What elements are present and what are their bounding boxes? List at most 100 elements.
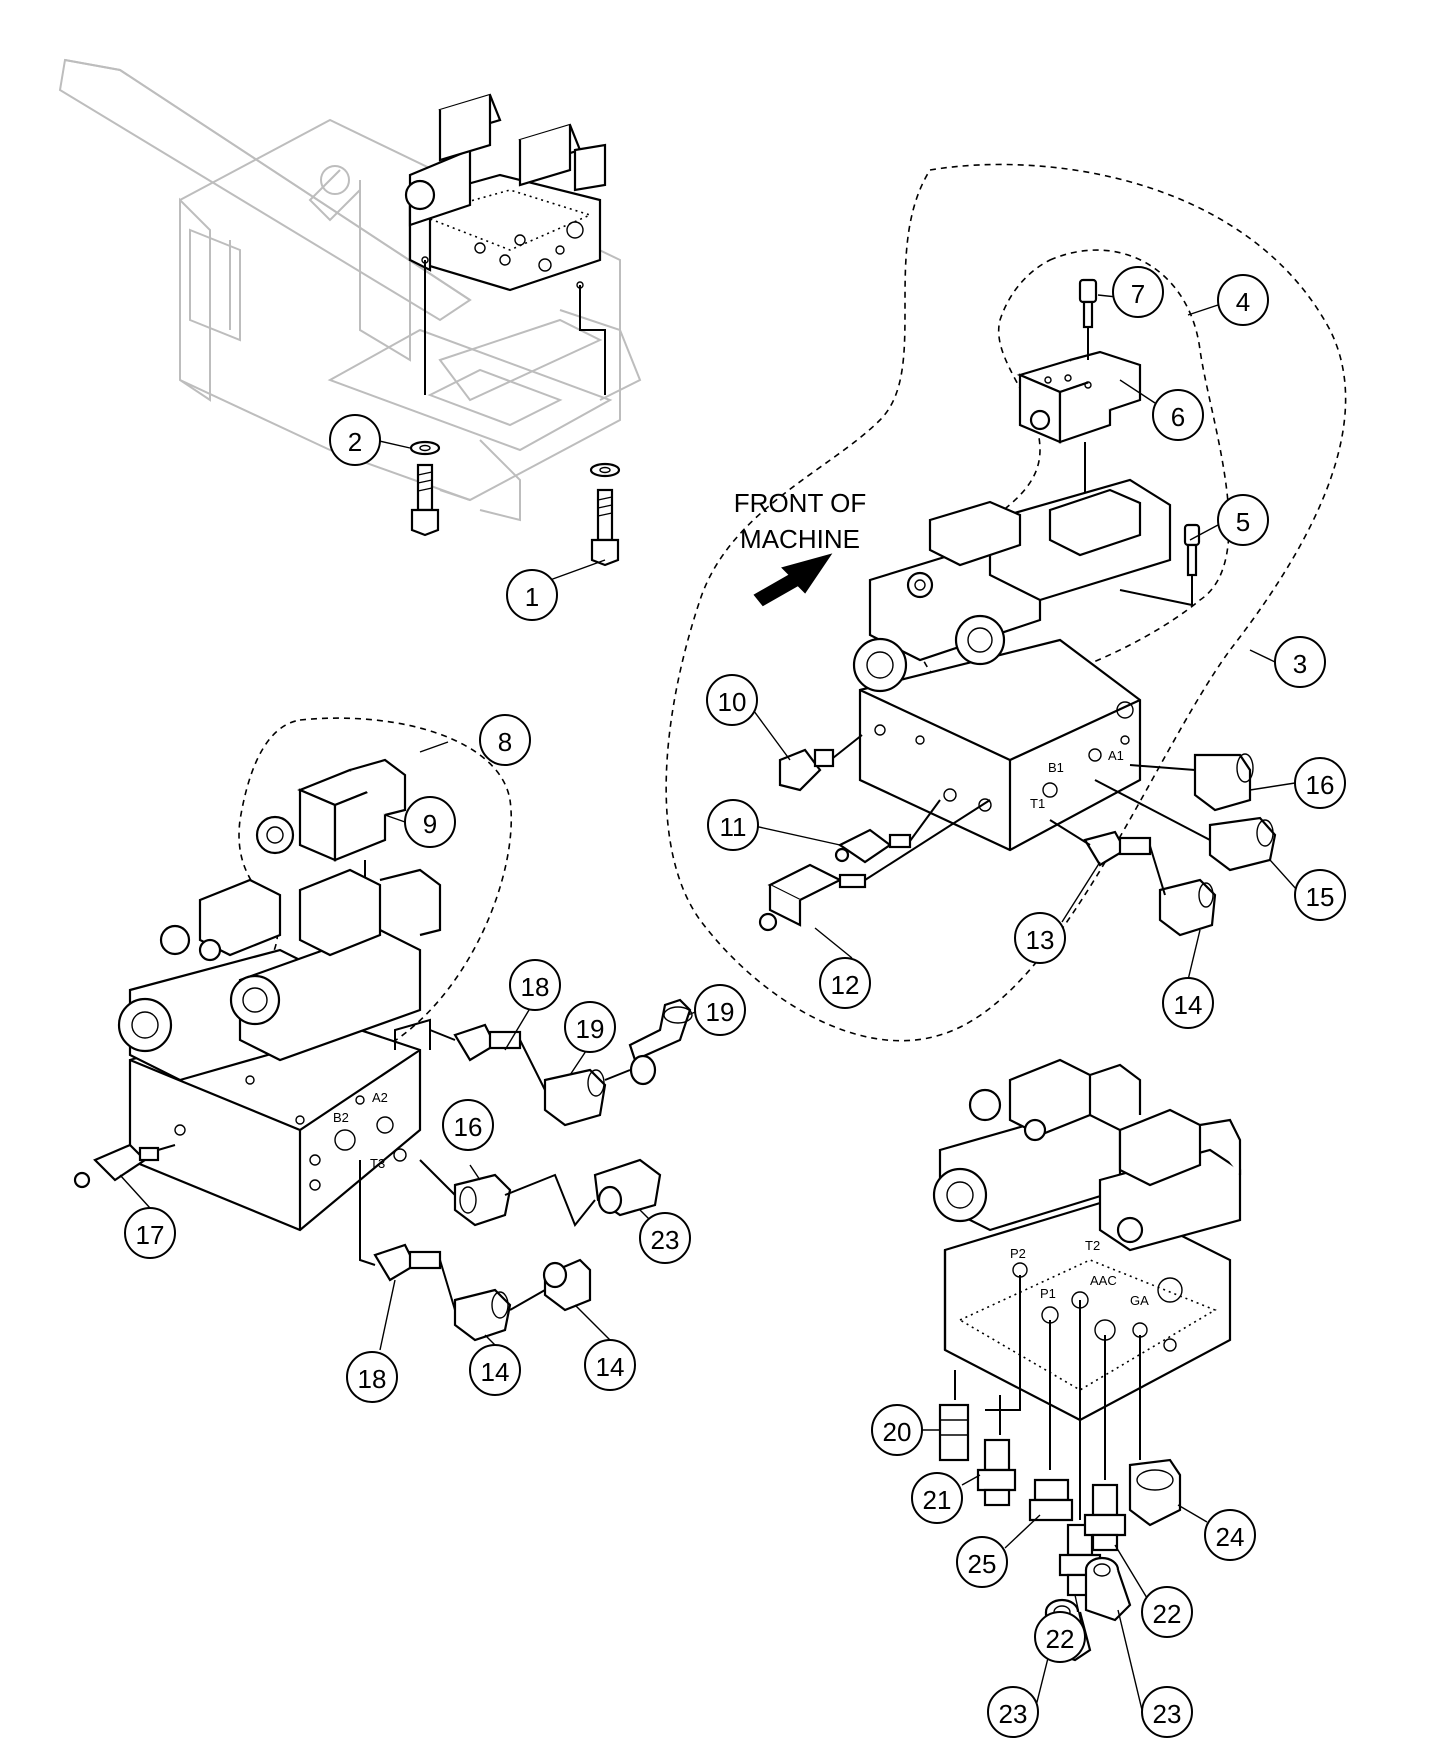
port-label-aac: AAC: [1090, 1273, 1117, 1288]
bolt-left: [409, 440, 441, 537]
svg-text:19: 19: [706, 997, 735, 1027]
bottom-valve-assembly: P2 P1 T2 AAC GA: [932, 1058, 1242, 1422]
svg-text:15: 15: [1306, 882, 1335, 912]
callout-7: 7: [1112, 266, 1164, 318]
valve-12: [758, 863, 867, 932]
port-label-p1: P1: [1040, 1286, 1056, 1301]
elbow-14-left-b: [542, 1258, 592, 1312]
svg-text:10: 10: [718, 687, 747, 717]
callout-16-right: 16: [1294, 757, 1346, 809]
front-arrow-icon: [753, 553, 833, 607]
callout-2: 2: [329, 414, 381, 466]
plug-10: [778, 748, 835, 792]
svg-text:17: 17: [136, 1220, 165, 1250]
elbow-16-right: [1193, 753, 1254, 812]
callout-1: 1: [506, 569, 558, 621]
port-label-t2: T2: [1085, 1238, 1100, 1253]
fitting-21: [976, 1438, 1017, 1507]
elbow-14-right: [1158, 878, 1217, 937]
svg-text:6: 6: [1171, 402, 1185, 432]
callout-14-left-a: 14: [469, 1344, 521, 1396]
svg-text:23: 23: [1153, 1699, 1182, 1729]
svg-text:18: 18: [521, 972, 550, 1002]
callout-21: 21: [911, 1472, 963, 1524]
callout-8: 8: [479, 714, 531, 766]
elbow-16-left: [453, 1173, 512, 1227]
front-of-machine-label-line2: MACHINE: [740, 524, 860, 554]
callout-11: 11: [707, 799, 759, 851]
svg-text:21: 21: [923, 1485, 952, 1515]
svg-text:11: 11: [720, 812, 747, 842]
callout-4: 4: [1217, 274, 1269, 326]
svg-text:14: 14: [481, 1357, 510, 1387]
elbow-19-a: [543, 1068, 607, 1127]
callout-5: 5: [1217, 494, 1269, 546]
leader-lines: [119, 294, 1316, 1711]
elbow-23-bottom-b: [1084, 1556, 1132, 1622]
callout-18-upper: 18: [509, 959, 561, 1011]
fitting-13: [1083, 830, 1152, 867]
svg-text:24: 24: [1216, 1522, 1245, 1552]
callout-16-left: 16: [442, 1099, 494, 1151]
callout-14-right: 14: [1162, 977, 1214, 1029]
callout-10: 10: [706, 674, 758, 726]
callout-20: 20: [871, 1404, 923, 1456]
port-label-b2: B2: [333, 1110, 349, 1125]
svg-text:16: 16: [454, 1112, 483, 1142]
sensor-11: [834, 828, 912, 864]
svg-text:14: 14: [596, 1352, 625, 1382]
callout-19-b: 19: [694, 984, 746, 1036]
svg-text:23: 23: [651, 1225, 680, 1255]
port-label-ga: GA: [1130, 1293, 1149, 1308]
port-label-p2: P2: [1010, 1246, 1026, 1261]
svg-text:20: 20: [883, 1417, 912, 1447]
callout-6: 6: [1152, 389, 1204, 441]
solenoid-valve-9: [255, 758, 407, 862]
callout-22-right: 22: [1141, 1586, 1193, 1638]
machine-frame: [58, 58, 642, 522]
plug-25: [1028, 1478, 1074, 1522]
callout-22-left: 22: [1034, 1611, 1086, 1663]
bolt-5: [1183, 523, 1201, 577]
svg-text:18: 18: [358, 1364, 387, 1394]
callout-23-bottom-left: 23: [987, 1686, 1039, 1738]
port-label-t1: T1: [1030, 796, 1045, 811]
port-label-t3: T3: [370, 1156, 385, 1171]
top-valve-assembly: [404, 93, 607, 292]
svg-text:22: 22: [1046, 1624, 1075, 1654]
elbow-23-left: [593, 1158, 662, 1217]
port-label-a2: A2: [372, 1090, 388, 1105]
svg-text:5: 5: [1236, 507, 1250, 537]
callout-24: 24: [1204, 1509, 1256, 1561]
callout-3: 3: [1274, 636, 1326, 688]
svg-text:9: 9: [423, 809, 437, 839]
fitting-22-right: [1083, 1483, 1127, 1552]
callout-12: 12: [819, 957, 871, 1009]
elbow-19-b: [628, 998, 693, 1086]
bolt-7: [1078, 278, 1098, 329]
callout-23-bottom-right: 23: [1141, 1686, 1193, 1738]
svg-text:19: 19: [576, 1014, 605, 1044]
front-of-machine-label-line1: FRONT OF: [734, 488, 866, 518]
svg-text:2: 2: [348, 427, 362, 457]
fitting-18-lower: [373, 1243, 442, 1282]
callout-9: 9: [404, 796, 456, 848]
callout-15: 15: [1294, 869, 1346, 921]
elbow-14-left-a: [453, 1288, 512, 1342]
assembly-3-boundary: [665, 163, 1347, 1042]
svg-text:16: 16: [1306, 770, 1335, 800]
callout-19-a: 19: [564, 1001, 616, 1053]
svg-text:23: 23: [999, 1699, 1028, 1729]
solenoid-valve-6: [1016, 350, 1142, 444]
svg-text:25: 25: [968, 1549, 997, 1579]
port-label-a1: A1: [1108, 748, 1124, 763]
callout-13: 13: [1014, 912, 1066, 964]
svg-text:1: 1: [525, 582, 539, 612]
callout-23-left: 23: [639, 1212, 691, 1264]
callout-18-lower: 18: [346, 1351, 398, 1403]
svg-text:3: 3: [1293, 649, 1307, 679]
bolt-right: [589, 462, 621, 567]
svg-text:13: 13: [1026, 925, 1055, 955]
svg-text:7: 7: [1131, 279, 1145, 309]
